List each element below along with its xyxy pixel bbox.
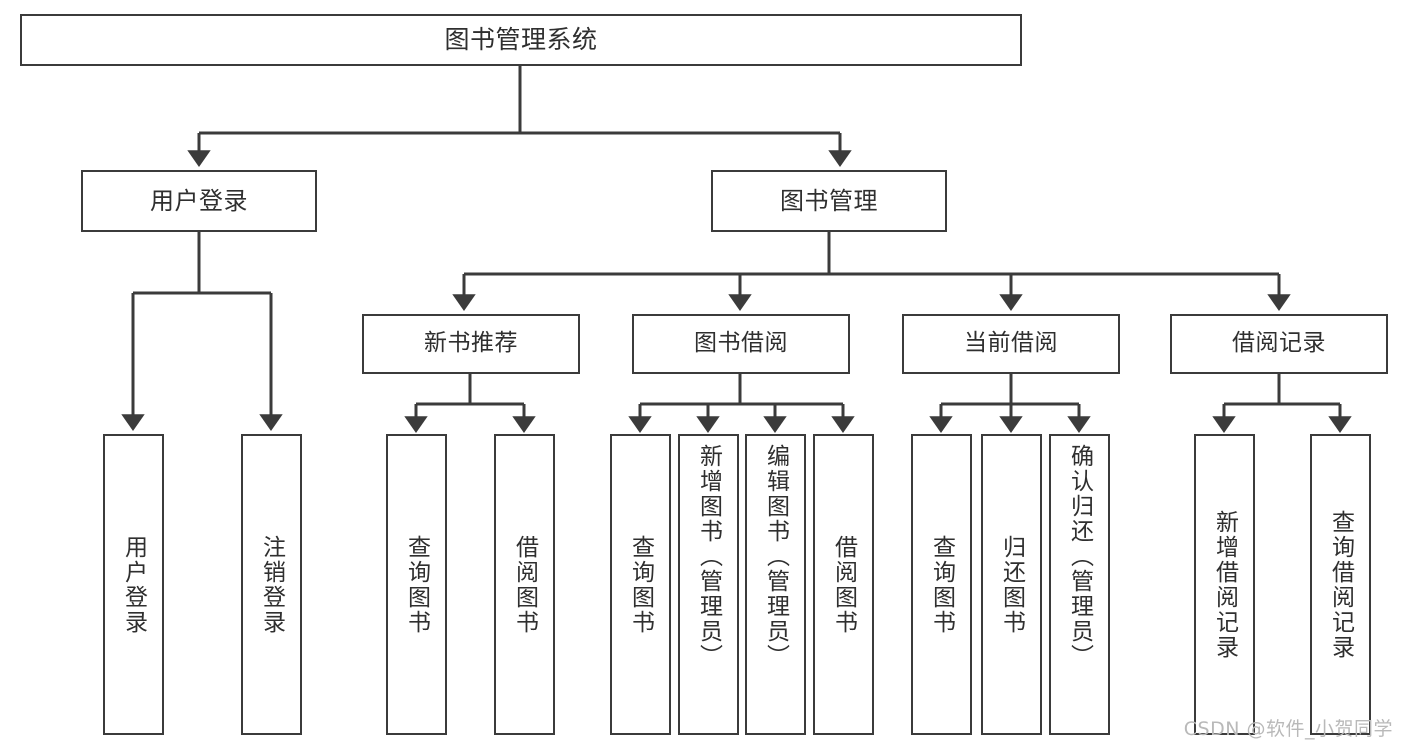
node-book-management[interactable]: 图书管理 [711,170,947,232]
csdn-watermark: CSDN @软件_小贺同学 [1183,718,1393,740]
node-leaf-query-book-1[interactable]: 查询图书 [386,434,447,735]
node-label: 查询借阅记录 [1327,509,1354,660]
node-label: 查询图书 [928,534,955,635]
node-new-book-recommend[interactable]: 新书推荐 [362,314,580,374]
node-borrow-record[interactable]: 借阅记录 [1170,314,1388,374]
node-label: 新增图书（管理员） [695,444,722,669]
node-leaf-query-borrow-record[interactable]: 查询借阅记录 [1310,434,1371,735]
node-label: 注销登录 [258,534,285,635]
node-label: 借阅记录 [1232,330,1326,357]
node-leaf-borrow-book-1[interactable]: 借阅图书 [494,434,555,735]
node-book-borrow[interactable]: 图书借阅 [632,314,850,374]
node-label: 新增借阅记录 [1211,509,1238,660]
node-label: 用户登录 [120,534,147,635]
node-label: 查询图书 [403,534,430,635]
node-current-borrow[interactable]: 当前借阅 [902,314,1120,374]
node-user-login[interactable]: 用户登录 [81,170,317,232]
node-leaf-query-book-2[interactable]: 查询图书 [610,434,671,735]
node-label: 当前借阅 [964,330,1058,357]
node-leaf-user-login[interactable]: 用户登录 [103,434,164,735]
node-leaf-query-book-3[interactable]: 查询图书 [911,434,972,735]
node-label: 借阅图书 [830,534,857,635]
node-label: 查询图书 [627,534,654,635]
node-leaf-add-borrow-record[interactable]: 新增借阅记录 [1194,434,1255,735]
node-label: 图书借阅 [694,330,788,357]
node-label: 确认归还（管理员） [1066,444,1093,669]
node-label: 归还图书 [998,534,1025,635]
node-label: 借阅图书 [511,534,538,635]
node-leaf-edit-book[interactable]: 编辑图书（管理员） [745,434,806,735]
node-label: 用户登录 [150,186,248,215]
node-root-book-management-system[interactable]: 图书管理系统 [20,14,1022,66]
node-leaf-confirm-return[interactable]: 确认归还（管理员） [1049,434,1110,735]
node-label: 图书管理 [780,186,878,215]
node-label: 图书管理系统 [444,25,598,55]
node-leaf-return-book[interactable]: 归还图书 [981,434,1042,735]
node-label: 新书推荐 [424,330,518,357]
node-leaf-add-book[interactable]: 新增图书（管理员） [678,434,739,735]
node-leaf-logout-login[interactable]: 注销登录 [241,434,302,735]
node-leaf-borrow-book-2[interactable]: 借阅图书 [813,434,874,735]
node-label: 编辑图书（管理员） [762,444,789,669]
